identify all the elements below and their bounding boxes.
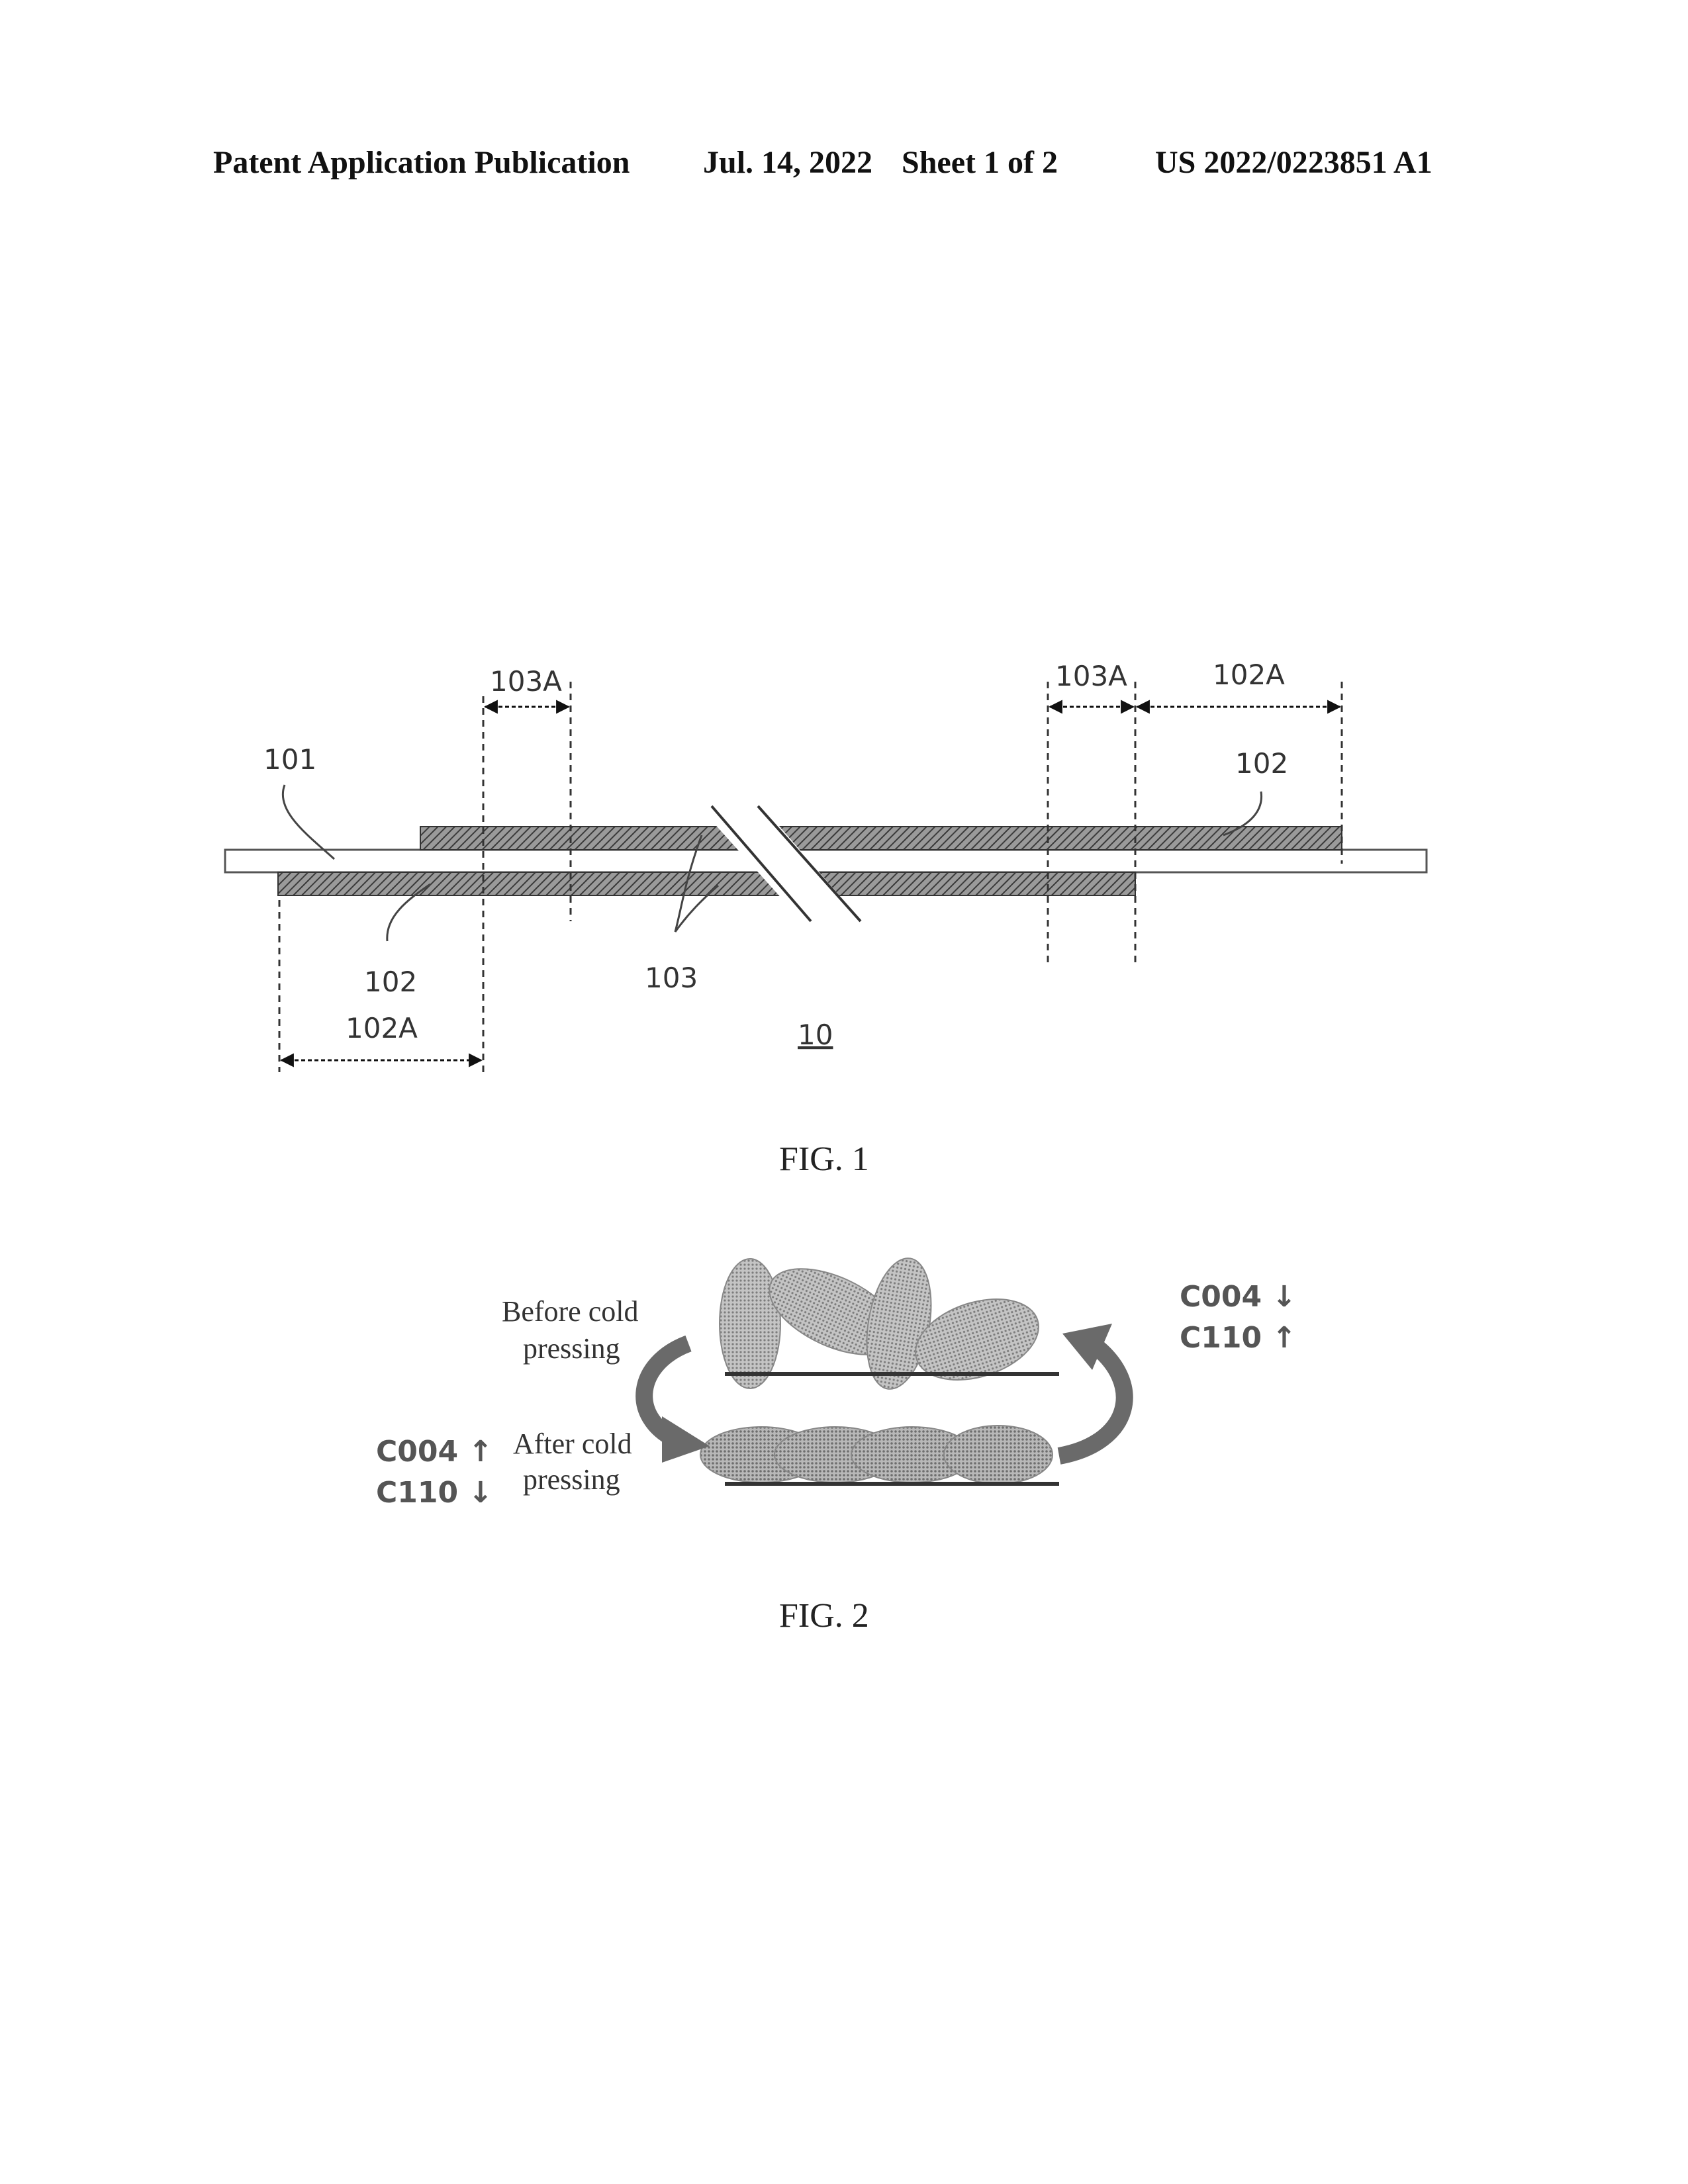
label-103A-right: 103A (1055, 660, 1127, 692)
after-label-line1: After cold (513, 1428, 632, 1460)
particle-before-1 (720, 1259, 780, 1388)
label-102-bottom: 102 (364, 966, 417, 998)
left-c004-label: C004 ↑ (376, 1435, 492, 1469)
top-coating-layer (420, 827, 1342, 850)
bottom-coating-layer (278, 872, 1135, 895)
fig1-caption: FIG. 1 (779, 1140, 869, 1179)
label-10: 10 (798, 1019, 833, 1051)
left-c110-label: C110 ↓ (376, 1476, 492, 1510)
label-102A-left: 102A (346, 1012, 418, 1044)
leader-101 (283, 785, 334, 859)
label-102A-right: 102A (1213, 659, 1285, 691)
before-label-line1: Before cold (502, 1295, 638, 1328)
label-101: 101 (263, 743, 316, 776)
after-label-line2: pressing (523, 1463, 620, 1496)
before-label-line2: pressing (523, 1332, 620, 1365)
label-103A-left: 103A (490, 665, 562, 698)
fig1-diagram: 101 102 102 103 10 103A 103A 102A 102A (0, 0, 1688, 1125)
particle-after-4 (944, 1426, 1053, 1484)
substrate-101 (225, 850, 1427, 872)
right-c004-label: C004 ↓ (1180, 1280, 1296, 1314)
right-c110-label: C110 ↑ (1180, 1321, 1296, 1355)
fig2-caption: FIG. 2 (779, 1596, 869, 1635)
label-103: 103 (645, 962, 698, 994)
fig2-diagram: Before cold pressing After cold pressing… (0, 1224, 1688, 1555)
label-102-top: 102 (1235, 747, 1288, 780)
